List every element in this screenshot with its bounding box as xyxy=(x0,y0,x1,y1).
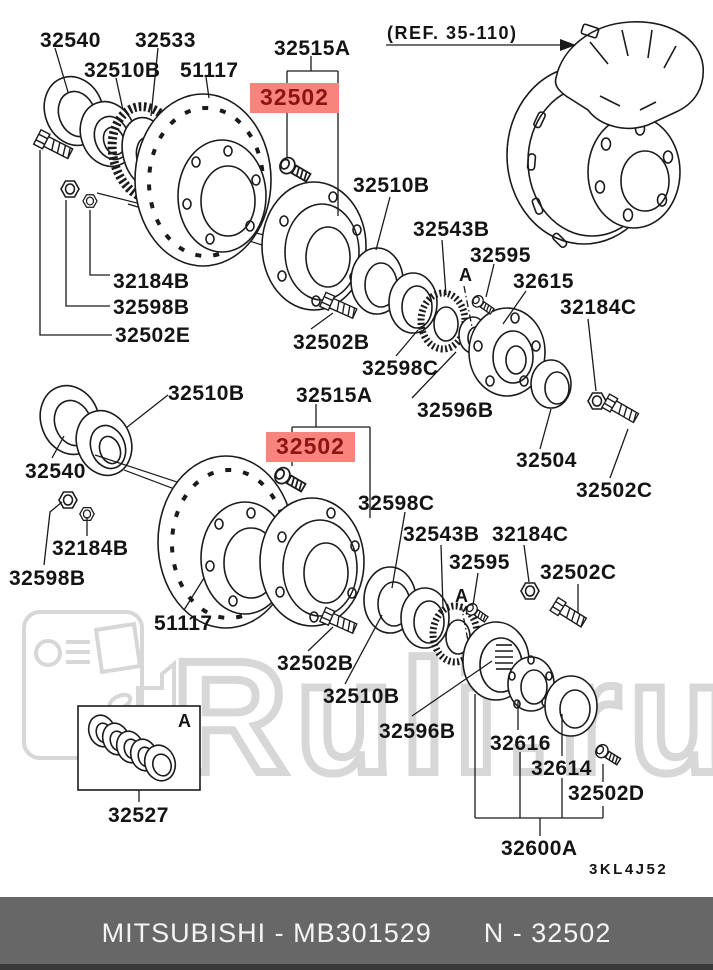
part-label-32527: 32527 xyxy=(108,804,169,827)
upper-assembly-drawing xyxy=(32,75,641,426)
part-label-32184b-upper: 32184B xyxy=(113,270,190,293)
part-label-32540-upper: 32540 xyxy=(40,29,101,52)
part-label-32502-lower-highlighted: 32502 xyxy=(266,432,355,462)
watermark-text: Ruli.ru xyxy=(172,627,713,806)
part-label-32510b-upper: 32510B xyxy=(84,59,161,82)
part-label-32596b-upper: 32596B xyxy=(417,399,494,422)
part-label-32515a-upper: 32515A xyxy=(274,37,351,60)
part-label-51117-upper: 51117 xyxy=(180,59,239,82)
footer-bar: MITSUBISHI - MB301529 N - 32502 xyxy=(0,897,713,970)
part-label-32543b-lower: 32543B xyxy=(403,523,480,546)
part-label-32515a-lower: 32515A xyxy=(296,384,373,407)
diagram-svg: Ruli.ru xyxy=(22,21,713,836)
part-label-32615: 32615 xyxy=(513,270,574,293)
part-label-32502b-upper: 32502B xyxy=(293,331,370,354)
part-label-32598c-upper: 32598C xyxy=(362,357,439,380)
part-label-32510b-lower: 32510B xyxy=(168,382,245,405)
part-label-32596b-lower: 32596B xyxy=(379,720,456,743)
detail-marker-a-upper: A xyxy=(459,265,473,285)
part-label-32540-lower: 32540 xyxy=(25,460,86,483)
plate-code: 3KL4J52 xyxy=(589,861,669,878)
part-label-32543b-upper: 32543B xyxy=(413,218,490,241)
part-label-32184c-lower: 32184C xyxy=(492,523,569,546)
part-label-32502b-lower: 32502B xyxy=(277,652,354,675)
footer-brand-part: MITSUBISHI - MB301529 xyxy=(101,918,432,948)
leader-lines xyxy=(39,39,629,836)
part-label-32533: 32533 xyxy=(135,29,196,52)
detail-marker-a-lower: A xyxy=(455,586,469,606)
part-label-32504: 32504 xyxy=(516,449,577,472)
brake-caliper-drawing xyxy=(506,21,704,249)
lower-assembly-drawing xyxy=(39,384,623,791)
footer-catalog-number: N - 32502 xyxy=(483,918,612,948)
part-label-32510b-hub-lower: 32510B xyxy=(323,685,400,708)
part-label-32598b-upper: 32598B xyxy=(113,296,190,319)
part-label-32616: 32616 xyxy=(490,732,551,755)
part-label-32502d: 32502D xyxy=(568,782,645,805)
part-label-32600a: 32600A xyxy=(501,837,578,860)
part-label-32598c-lower: 32598C xyxy=(358,492,435,515)
part-label-32502-upper-highlighted: 32502 xyxy=(250,83,339,113)
part-label-32598b-lower: 32598B xyxy=(9,567,86,590)
part-label-32595-lower: 32595 xyxy=(449,551,510,574)
part-label-32595-upper: 32595 xyxy=(470,244,531,267)
part-label-32502c-lower: 32502C xyxy=(540,561,617,584)
part-label-32614: 32614 xyxy=(531,757,592,780)
part-label-32184c-upper: 32184C xyxy=(560,296,637,319)
part-label-32502c-upper: 32502C xyxy=(576,479,653,502)
part-label-32502e: 32502E xyxy=(115,324,191,347)
detail-marker-a-box: A xyxy=(178,711,192,731)
part-label-32510b-hub-upper: 32510B xyxy=(353,174,430,197)
part-label-32184b-lower: 32184B xyxy=(52,537,129,560)
part-label-51117-lower: 51117 xyxy=(154,612,213,635)
ref-note: (REF. 35-110) xyxy=(387,23,518,43)
